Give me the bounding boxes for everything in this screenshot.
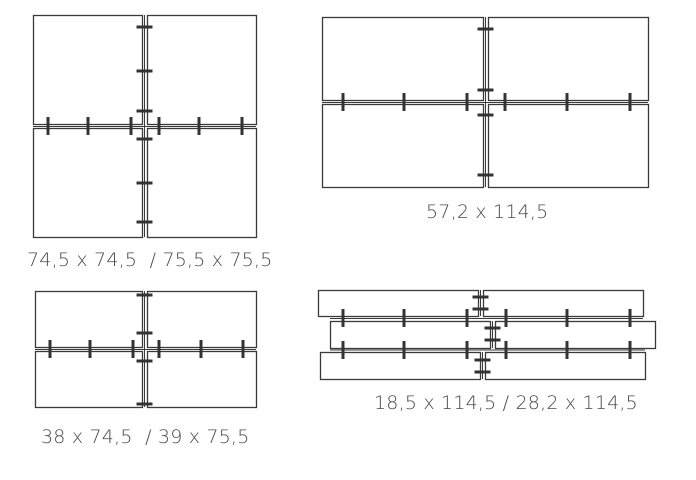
connector-clip <box>341 309 345 327</box>
connector-clip <box>484 326 501 330</box>
panel <box>317 289 480 318</box>
connector-clip <box>136 109 153 113</box>
connector-clip <box>402 93 406 111</box>
connector-clip <box>240 117 244 135</box>
dimension-label-wide: 57,2 x 114,5 <box>426 201 549 223</box>
connector-clip <box>565 341 569 359</box>
connector-clip <box>131 340 135 358</box>
connector-clip <box>241 340 245 358</box>
panel <box>487 103 650 189</box>
connector-clip <box>88 340 92 358</box>
connector-clip <box>341 341 345 359</box>
panel <box>321 103 485 189</box>
dimension-label-strips: 18,5 x 114,5 / 28,2 x 114,5 <box>374 392 638 414</box>
connector-clip <box>477 113 494 117</box>
connector-clip <box>474 370 491 374</box>
panel <box>494 320 657 350</box>
connector-clip <box>565 309 569 327</box>
connector-clip <box>157 117 161 135</box>
connector-clip <box>477 27 494 31</box>
connector-clip <box>136 25 153 29</box>
panel <box>321 16 485 102</box>
connector-clip <box>402 309 406 327</box>
connector-clip <box>136 293 153 297</box>
connector-clip <box>157 340 161 358</box>
connector-clip <box>503 93 507 111</box>
connector-clip <box>197 117 201 135</box>
connector-clip <box>465 93 469 111</box>
connector-clip <box>136 331 153 335</box>
connector-clip <box>565 93 569 111</box>
connector-clip <box>402 341 406 359</box>
connector-clip <box>465 309 469 327</box>
connector-clip <box>129 117 133 135</box>
connector-clip <box>136 181 153 185</box>
dimension-label-square: 74,5 x 74,5 / 75,5 x 75,5 <box>27 249 273 271</box>
panel <box>146 350 258 409</box>
connector-clip <box>504 341 508 359</box>
connector-clip <box>472 295 489 299</box>
panel <box>329 320 492 350</box>
dimension-label-half: 38 x 74,5 / 39 x 75,5 <box>41 426 250 448</box>
connector-clip <box>199 340 203 358</box>
connector-clip <box>477 88 494 92</box>
connector-clip <box>484 338 501 342</box>
connector-clip <box>136 69 153 73</box>
connector-clip <box>136 137 153 141</box>
connector-clip <box>628 93 632 111</box>
connector-clip <box>48 340 52 358</box>
connector-clip <box>86 117 90 135</box>
panel <box>34 290 144 349</box>
connector-clip <box>465 341 469 359</box>
connector-clip <box>136 402 153 406</box>
panel <box>482 289 645 318</box>
connector-clip <box>341 93 345 111</box>
panel <box>146 127 258 239</box>
panel <box>34 350 144 409</box>
panel <box>32 127 144 239</box>
panel <box>146 290 258 349</box>
connector-clip <box>136 359 153 363</box>
connector-clip <box>472 307 489 311</box>
connector-clip <box>504 309 508 327</box>
connector-clip <box>474 358 491 362</box>
connector-clip <box>628 341 632 359</box>
connector-clip <box>477 173 494 177</box>
panel <box>32 14 144 126</box>
connector-clip <box>628 309 632 327</box>
panel <box>146 14 258 126</box>
connector-clip <box>46 117 50 135</box>
connector-clip <box>136 220 153 224</box>
panel <box>319 351 482 381</box>
panel <box>487 16 650 102</box>
